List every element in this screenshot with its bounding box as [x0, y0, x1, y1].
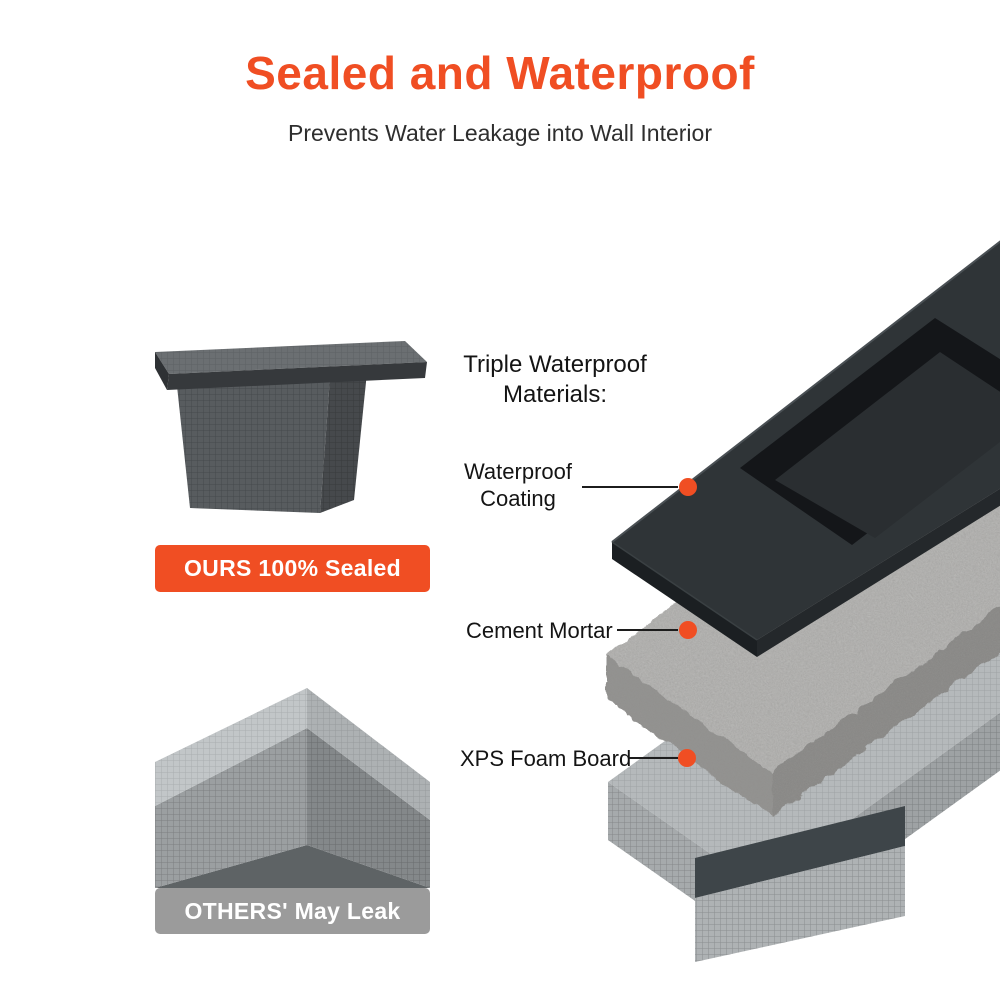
materials-heading-line2: Materials:: [502, 381, 608, 408]
callout-label-cement-mortar: Cement Mortar: [466, 618, 613, 643]
others-banner: OTHERS' May Leak: [155, 888, 430, 934]
niche-flange-edge: [167, 362, 427, 390]
callout-line-waterproof-coating: [582, 486, 678, 488]
callout-dot-icon: [679, 621, 697, 639]
callout-line-xps-foam-board: [629, 757, 678, 759]
materials-heading: Triple Waterproof Materials:: [450, 350, 660, 410]
callout-line-cement-mortar: [617, 629, 678, 631]
callout-label-waterproof-coating: Waterproof Coating: [463, 459, 572, 511]
callout-dot-icon: [679, 478, 697, 496]
others-banner-label: OTHERS' May Leak: [184, 897, 401, 924]
niche-cavity-floor: [155, 845, 430, 888]
callout-label-xps-foam-board: XPS Foam Board: [460, 746, 632, 771]
others-card: OTHERS' May Leak: [155, 610, 430, 934]
materials-heading-line1: Triple Waterproof: [463, 351, 647, 378]
page-subtitle: Prevents Water Leakage into Wall Interio…: [288, 120, 712, 146]
callout-dot-icon: [678, 749, 696, 767]
foam-niche-corner-photo: [155, 688, 430, 888]
ours-banner: OURS 100% Sealed: [155, 545, 430, 592]
ours-banner-label: OURS 100% Sealed: [183, 555, 401, 581]
page-title: Sealed and Waterproof: [245, 47, 755, 99]
waterproof-coating-layer: [611, 240, 1000, 657]
ours-card: OURS 100% Sealed: [155, 268, 430, 592]
sealed-niche-photo: [155, 341, 427, 513]
